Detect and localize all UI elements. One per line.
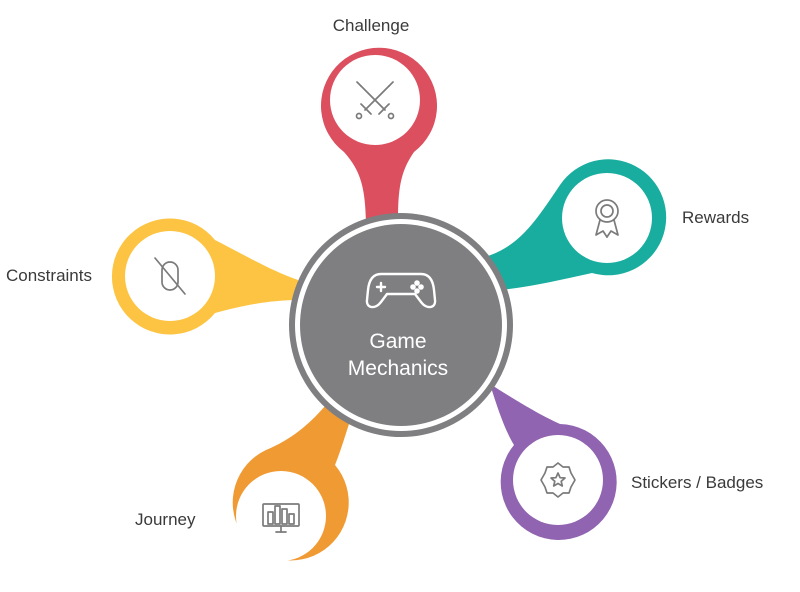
badge-star-icon	[540, 462, 576, 498]
petal-stickers-label: Stickers / Badges	[631, 473, 763, 492]
petal-stickers-inner-circle	[513, 435, 603, 525]
city-skyline-monitor-icon	[262, 503, 300, 533]
petal-challenge-label: Challenge	[333, 16, 410, 35]
petal-journey-label: Journey	[135, 510, 196, 529]
crossed-swords-icon	[355, 81, 395, 120]
petal-rewards-label: Rewards	[682, 208, 749, 227]
center-hub: Game Mechanics	[289, 213, 513, 437]
gamepad-icon	[365, 272, 437, 309]
petal-stickers: Stickers / Badges	[490, 384, 763, 540]
petal-constraints-label: Constraints	[6, 266, 92, 285]
restriction-icon	[154, 257, 186, 295]
center-title-line1: Game	[369, 330, 426, 353]
petal-rewards: Rewards	[488, 159, 749, 290]
petal-journey-inner-circle	[236, 471, 326, 561]
award-ribbon-icon	[595, 199, 619, 238]
petal-challenge: Challenge	[321, 16, 437, 222]
center-disc	[300, 224, 502, 426]
center-title-line2: Mechanics	[348, 357, 448, 380]
petal-rewards-inner-circle	[562, 173, 652, 263]
petal-journey: Journey	[135, 400, 356, 561]
petal-constraints: Constraints	[6, 218, 300, 335]
